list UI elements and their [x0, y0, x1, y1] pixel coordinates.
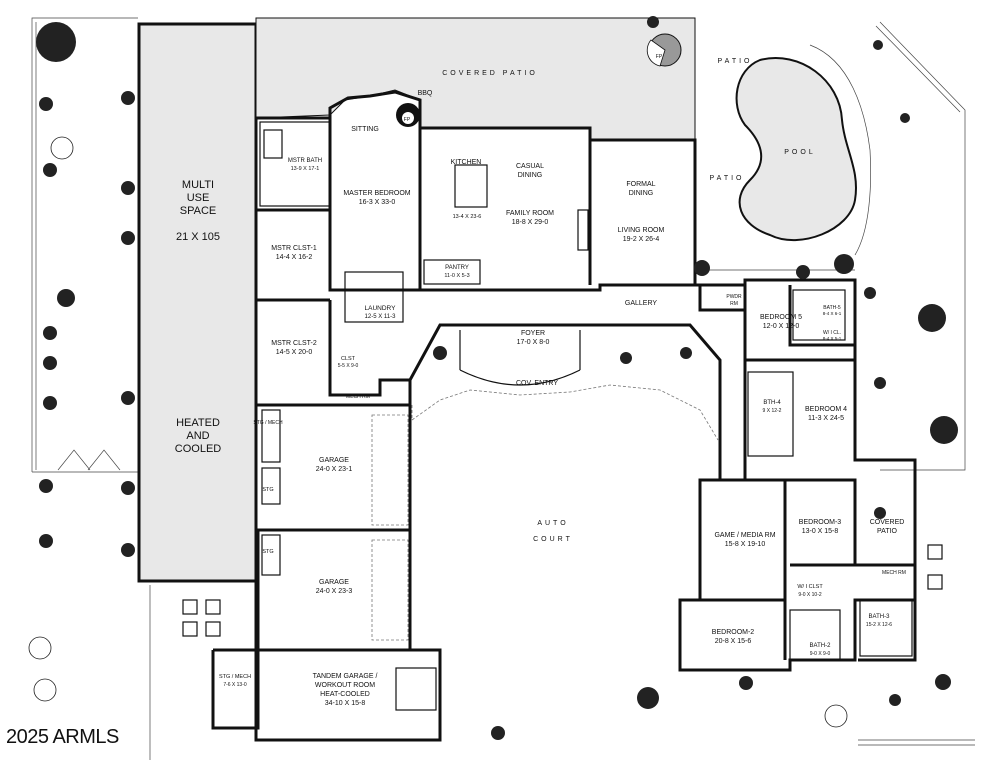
pwdr-label-2: RM — [730, 301, 738, 307]
game-media-size: 15-8 X 19-10 — [725, 541, 766, 548]
sitting-label: SITTING — [351, 126, 379, 133]
multi-use-label-3: SPACE — [180, 205, 216, 217]
bath2-label: BATH-2 — [810, 643, 832, 649]
bath3-size: 15-2 X 12-6 — [866, 622, 892, 628]
wi-clst-label: W/ I CLST — [797, 584, 823, 590]
bath2-size: 9-0 X 9-0 — [810, 651, 831, 657]
foyer-label: FOYER — [521, 330, 545, 337]
bath5-label: BATH-5 — [823, 305, 841, 311]
heated-label: HEATED — [176, 417, 220, 429]
garage1-size: 24-0 X 23-1 — [316, 466, 353, 473]
bedroom4-size: 11-3 X 24-5 — [808, 415, 844, 422]
fp-label-2: FP — [656, 54, 663, 60]
garage2-size: 24-0 X 23-3 — [316, 588, 353, 595]
stg1-label: STG — [262, 487, 273, 493]
bth4-label: BTH-4 — [763, 400, 781, 406]
auto-court-label: AUTO — [537, 520, 568, 527]
multi-use-space — [137, 22, 258, 583]
wi-clst-size: 9-0 X 10-2 — [798, 592, 822, 598]
heated-label-2: AND — [186, 430, 209, 442]
covered-patio2-label-2: PATIO — [877, 528, 898, 535]
house-walls — [211, 90, 917, 742]
tandem-label-2: WORKOUT ROOM — [315, 682, 375, 689]
laundry-size: 12-5 X 11-3 — [365, 314, 397, 320]
wi-cl-small-label: W/ I CL. — [823, 330, 841, 336]
bth4-size: 9 X 12-2 — [763, 408, 782, 414]
kitchen-label: KITCHEN — [451, 159, 482, 166]
covered-patio2-label: COVERED — [870, 519, 905, 526]
game-media-label: GAME / MEDIA RM — [714, 532, 775, 539]
master-bedroom-size: 16-3 X 33-0 — [359, 199, 396, 206]
stg2-label: STG — [262, 549, 273, 555]
multi-use-label: MULTI — [182, 179, 214, 191]
tandem-size: 34-10 X 15-8 — [325, 700, 366, 707]
room-labels: MULTI USE SPACE 21 X 105 HEATED AND COOL… — [175, 54, 906, 707]
living-room-size: 19-2 X 26-4 — [623, 236, 660, 243]
pwdr-label: PWDR — [726, 294, 742, 300]
covered-patio-label: COVERED PATIO — [442, 70, 538, 77]
bedroom2-size: 20-8 X 15-6 — [715, 638, 752, 645]
fp-label: FP — [404, 117, 411, 123]
mstr-clst2-label: MSTR CLST-2 — [271, 340, 317, 347]
patio-label-mid: PATIO — [710, 175, 745, 182]
clst-label: CLST — [341, 356, 356, 362]
family-room-label: FAMILY ROOM — [506, 210, 554, 217]
gallery-label: GALLERY — [625, 300, 657, 307]
garage1-label: GARAGE — [319, 457, 349, 464]
bedroom3-size: 13-0 X 15-8 — [802, 528, 839, 535]
multi-use-size: 21 X 105 — [176, 231, 220, 243]
bedroom4-label: BEDROOM 4 — [805, 406, 847, 413]
clst-size: 5-5 X 9-0 — [338, 363, 359, 369]
living-room-label: LIVING ROOM — [618, 227, 665, 234]
pantry-label: PANTRY — [445, 265, 469, 271]
patio-label-top: PATIO — [718, 58, 753, 65]
mstr-bath-size: 13-9 X 17-1 — [291, 166, 320, 172]
mstr-clst2-size: 14-5 X 20-0 — [276, 349, 313, 356]
bedroom5-label: BEDROOM 5 — [760, 314, 802, 321]
stg-mech2-size: 7-6 X 13-0 — [223, 682, 247, 688]
landscape-trees — [28, 16, 958, 740]
pool-label: POOL — [784, 149, 815, 156]
bedroom2-label: BEDROOM-2 — [712, 629, 755, 636]
bath5-size: 8-4 X 6-1 — [823, 311, 842, 316]
casual-dining-label: CASUAL — [516, 163, 544, 170]
multi-use-label-2: USE — [187, 192, 210, 204]
cov-entry-label: COV. ENTRY — [516, 380, 558, 387]
auto-court-label-2: COURT — [533, 536, 573, 543]
garage2-label: GARAGE — [319, 579, 349, 586]
mstr-clst1-size: 14-4 X 16-2 — [276, 254, 313, 261]
bedroom3-label: BEDROOM-3 — [799, 519, 842, 526]
heated-label-3: COOLED — [175, 443, 222, 455]
bbq-label: BBQ — [418, 90, 433, 97]
site-lines — [31, 17, 975, 760]
casual-dining-label-2: DINING — [518, 172, 543, 179]
interior-details — [182, 121, 943, 711]
tandem-label-3: HEAT-COOLED — [320, 691, 370, 698]
bedroom5-size: 12-0 X 12-0 — [763, 323, 800, 330]
formal-dining-label: FORMAL — [626, 181, 655, 188]
wi-cl-small-size: 8-4 X 5-1 — [823, 336, 842, 341]
master-bedroom-label: MASTER BEDROOM — [343, 190, 410, 197]
family-room-size: 18-8 X 29-0 — [512, 219, 549, 226]
laundry-label: LAUNDRY — [365, 305, 397, 312]
tandem-label: TANDEM GARAGE / — [313, 673, 378, 680]
mech-rm-label: MECH RM — [346, 394, 370, 400]
mstr-bath-label: MSTR BATH — [288, 158, 322, 164]
bath3-label: BATH-3 — [869, 614, 891, 620]
pool — [735, 57, 857, 241]
stg-mech-label: STG / MECH — [253, 420, 283, 426]
mstr-clst1-label: MSTR CLST-1 — [271, 245, 317, 252]
stg-mech2-label: STG / MECH — [219, 674, 251, 680]
formal-dining-label-2: DINING — [629, 190, 654, 197]
pantry-size: 11-0 X 5-3 — [444, 273, 469, 279]
mech-rm2-label: MECH RM — [882, 570, 906, 576]
kitchen-island-size: 13-4 X 23-6 — [453, 214, 482, 220]
foyer-size: 17-0 X 8-0 — [517, 339, 550, 346]
copyright-text: 2025 ARMLS — [6, 726, 119, 748]
